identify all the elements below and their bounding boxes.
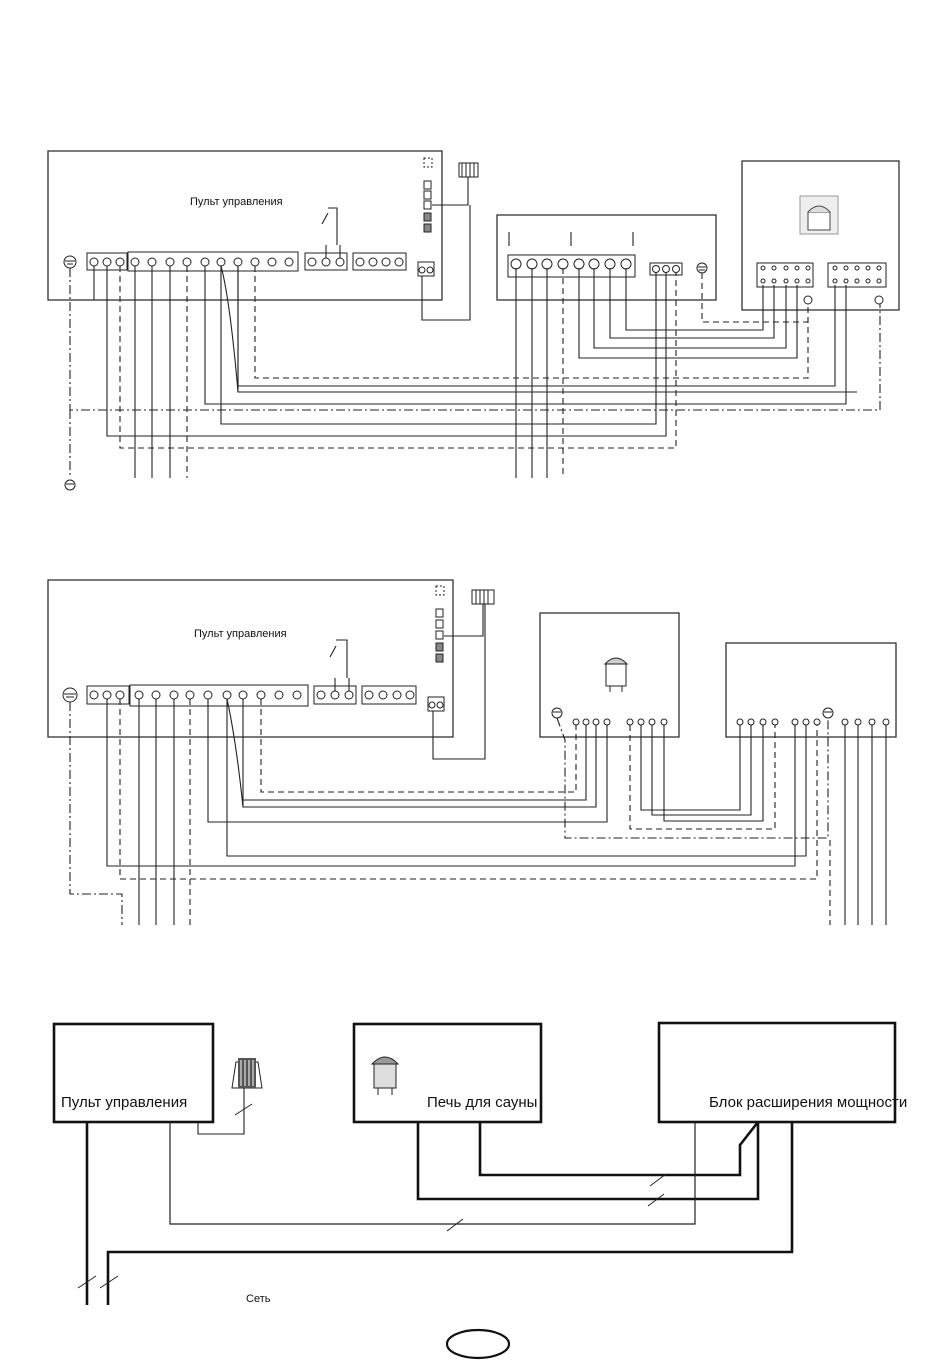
mains-label: Сеть (246, 1293, 271, 1305)
page-marker (447, 1330, 509, 1358)
diagram-2: Пульт управления (48, 580, 896, 925)
control-panel-box-2 (48, 580, 453, 737)
power-expansion-label: Блок расширения мощности (709, 1094, 907, 1111)
heater-ground-icon-2 (552, 708, 562, 718)
terminal-screws-a (90, 258, 124, 266)
ground-icon (64, 256, 76, 268)
diagram-1: Пульт управления (48, 151, 899, 490)
heater-icon (800, 196, 838, 234)
wires-diagram-3 (78, 1122, 792, 1305)
sauna-heater-label: Печь для сауны (427, 1094, 537, 1111)
expansion-ground-icon-2 (823, 708, 833, 718)
control-panel-label-2: Пульт управления (194, 628, 287, 640)
terminal-screws-a-2 (90, 691, 124, 699)
control-panel-block-label: Пульт управления (61, 1094, 187, 1111)
sensor-connector (424, 181, 431, 232)
control-panel-label: Пульт управления (190, 196, 283, 208)
diagram-3: Пульт управления Печь для сауны Блок рас… (54, 1023, 907, 1358)
sensor-connector-2 (436, 609, 443, 662)
expansion-unit-box (742, 161, 899, 310)
ground-icon-2 (63, 688, 77, 702)
heater-ground-icon (697, 263, 707, 273)
